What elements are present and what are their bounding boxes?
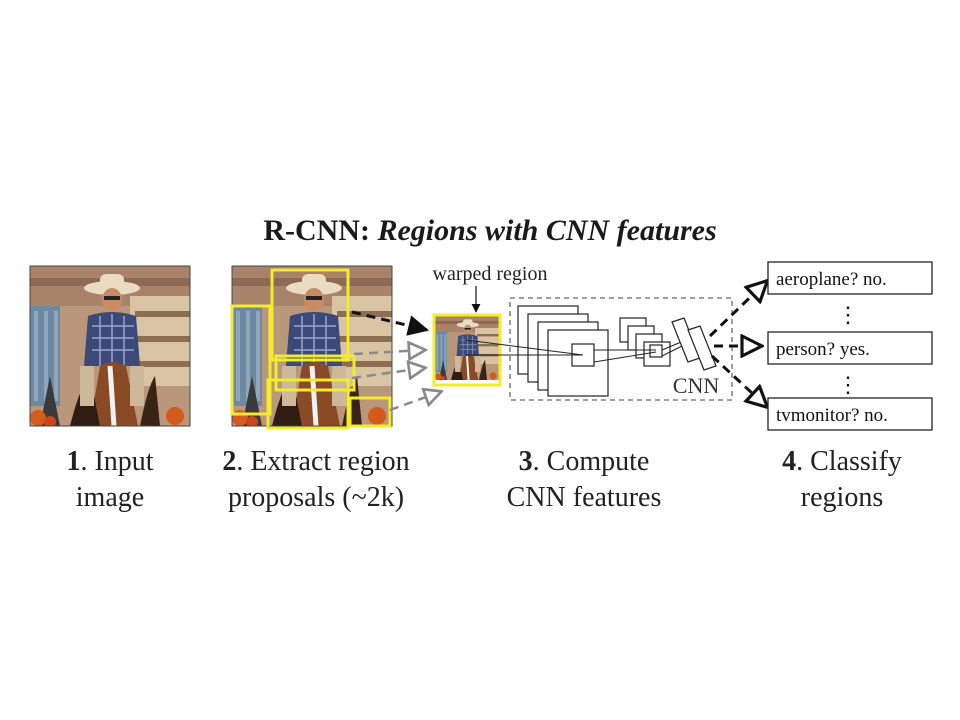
step-2-line1: 2. Extract region bbox=[222, 446, 409, 477]
proposal-arrows bbox=[351, 310, 440, 412]
class-box-tvmonitor: tvmonitor? no. bbox=[767, 397, 933, 431]
proposal-box bbox=[266, 378, 350, 430]
class-box-person: person? yes. bbox=[767, 331, 933, 365]
warped-region-box bbox=[432, 313, 502, 387]
step-2-line2: proposals (~2k) bbox=[228, 482, 404, 513]
classify-arrows bbox=[708, 282, 766, 406]
input-image bbox=[29, 265, 191, 427]
proposal-box bbox=[348, 396, 392, 428]
proposal-arrow bbox=[351, 368, 424, 378]
step-3-line2: CNN features bbox=[507, 482, 662, 513]
warped-region-label: warped region bbox=[433, 263, 548, 285]
cnn-label: CNN bbox=[673, 373, 720, 398]
proposal-arrow bbox=[389, 392, 440, 412]
ellipsis-top: ⋮ bbox=[837, 302, 859, 327]
class-label: aeroplane? no. bbox=[776, 269, 887, 290]
proposal-box bbox=[270, 268, 350, 362]
cnn-block bbox=[509, 297, 733, 401]
proposal-arrow bbox=[353, 350, 424, 354]
title-italic: Regions with CNN features bbox=[376, 214, 716, 247]
proposal-boxes bbox=[230, 268, 392, 430]
fc-layers bbox=[671, 317, 717, 371]
title-prefix: R-CNN: bbox=[263, 214, 370, 247]
proposals-image bbox=[231, 265, 393, 427]
ellipsis-bottom: ⋮ bbox=[837, 372, 859, 397]
proposal-box bbox=[274, 354, 356, 392]
step-4-line1: 4. Classify bbox=[782, 446, 902, 477]
step-1-line2: image bbox=[76, 482, 144, 513]
proposal-arrow bbox=[351, 310, 430, 336]
classify-arrow bbox=[708, 282, 766, 338]
step-captions: 1. Input image 2. Extract region proposa… bbox=[66, 446, 901, 513]
cnn-kernel bbox=[649, 344, 663, 358]
diagram-title: R-CNN: Regions with CNN features bbox=[263, 214, 716, 247]
step-4-line2: regions bbox=[801, 482, 883, 513]
fc-layer bbox=[687, 325, 717, 371]
proposal-box bbox=[230, 304, 272, 416]
class-label: person? yes. bbox=[776, 339, 870, 360]
step-3-line1: 3. Compute bbox=[519, 446, 650, 477]
cnn-layers bbox=[517, 305, 671, 397]
step-1-line1: 1. Input bbox=[66, 446, 153, 477]
class-label: tvmonitor? no. bbox=[776, 405, 888, 426]
classify-arrow bbox=[710, 354, 766, 406]
warped-region-image bbox=[435, 316, 500, 381]
class-box-aeroplane: aeroplane? no. bbox=[767, 261, 933, 295]
